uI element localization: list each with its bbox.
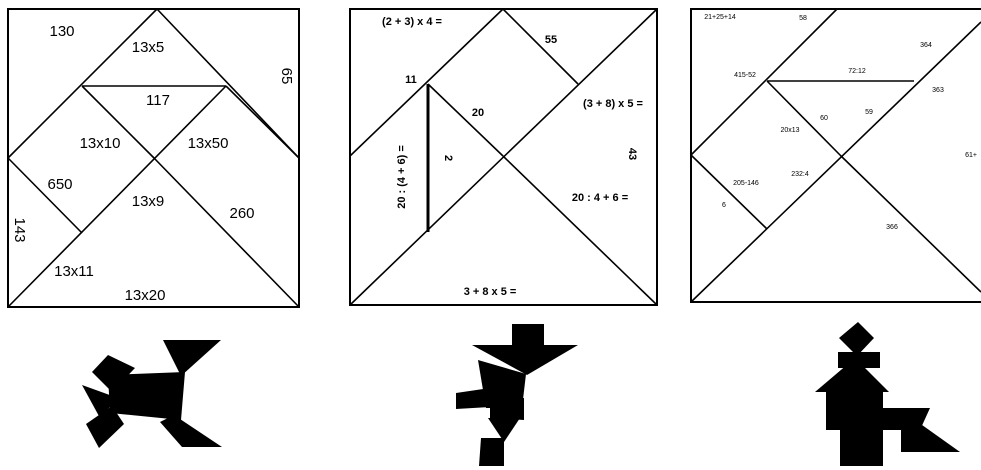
puzzle-3-label: 6 xyxy=(722,202,726,209)
puzzle-2-label: 43 xyxy=(626,148,638,160)
puzzle-3-label: 415-52 xyxy=(734,72,756,79)
silhouette-kneeling-figure xyxy=(815,322,960,466)
puzzle-2-label: (2 + 3) x 4 = xyxy=(382,16,442,28)
puzzle-3-label: 58 xyxy=(799,15,807,22)
puzzle-1-label: 13x9 xyxy=(132,193,165,210)
puzzle-1-label: 13x10 xyxy=(80,135,121,152)
puzzle-2-label: 20 : 4 + 6 = xyxy=(572,192,628,204)
puzzle-3-label: 60 xyxy=(820,115,828,122)
puzzle-1-label: 13x5 xyxy=(132,39,165,56)
puzzle-1-label: 13x20 xyxy=(125,287,166,304)
puzzle-1-label: 260 xyxy=(229,205,254,222)
puzzle-2-label: 55 xyxy=(545,34,557,46)
puzzle-1-label: 143 xyxy=(11,217,28,242)
puzzle-2-label: 20 xyxy=(472,107,484,119)
tangram-puzzle-3: 21+25+14 58 364 415-52 72:12 363 60 59 2… xyxy=(691,9,981,302)
tangram-puzzle-2: (2 + 3) x 4 = 55 11 20 (3 + 8) x 5 = 20 … xyxy=(350,9,657,305)
puzzle-1-label: 650 xyxy=(47,176,72,193)
tangram-puzzle-1: 130 13x5 65 117 13x10 13x50 650 13x9 260… xyxy=(8,9,299,307)
puzzle-2-label: 20 : (4 + 6) = xyxy=(396,145,408,209)
puzzle-3-label: 72:12 xyxy=(848,68,866,75)
puzzle-2-label: 3 + 8 x 5 = xyxy=(464,286,517,298)
puzzle-1-label: 130 xyxy=(49,23,74,40)
puzzle-1-label: 13x11 xyxy=(54,263,94,280)
puzzle-3-label: 232:4 xyxy=(791,171,809,178)
puzzle-2-label: 2 xyxy=(442,155,454,161)
puzzle-3-label: 21+25+14 xyxy=(704,14,736,21)
puzzle-1-label: 117 xyxy=(146,92,170,109)
puzzle-3-label: 366 xyxy=(886,224,898,231)
puzzle-3-label: 363 xyxy=(932,87,944,94)
puzzle-3-label: 61+ xyxy=(965,152,977,159)
puzzle-1-label: 13x50 xyxy=(188,135,229,152)
puzzle-1-label: 65 xyxy=(278,68,295,85)
silhouette-running-figure xyxy=(82,340,222,448)
puzzle-2-label: 11 xyxy=(405,74,417,86)
puzzle-3-label: 59 xyxy=(865,109,873,116)
puzzle-3-frame xyxy=(691,9,981,302)
puzzle-3-label: 364 xyxy=(920,42,932,49)
puzzle-3-label: 205-146 xyxy=(733,180,759,187)
puzzle-3-label: 20x13 xyxy=(780,127,799,134)
silhouette-kicking-figure xyxy=(456,324,578,466)
puzzle-2-label: (3 + 8) x 5 = xyxy=(583,98,643,110)
